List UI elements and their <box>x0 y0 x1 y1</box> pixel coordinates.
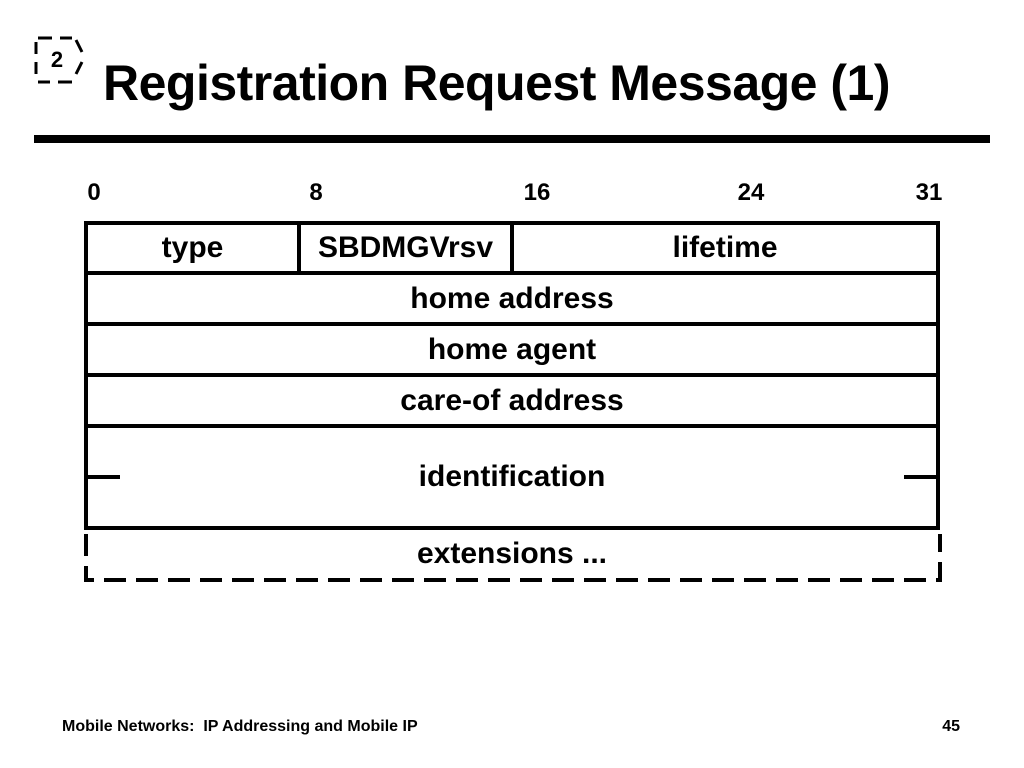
bit-label-31: 31 <box>915 179 943 206</box>
slide-title: Registration Request Message (1) <box>103 55 890 111</box>
bit-label-8: 8 <box>309 179 323 206</box>
bit-label-0: 0 <box>87 179 101 206</box>
field-care-of-address: care-of address <box>400 384 624 417</box>
slide-badge-number: 2 <box>50 47 64 72</box>
footer-course-title: Mobile Networks: IP Addressing and Mobil… <box>62 718 418 735</box>
field-extensions: extensions ... <box>416 537 608 570</box>
bit-label-24: 24 <box>737 179 765 206</box>
header-box <box>84 221 940 530</box>
bit-label-16: 16 <box>523 179 551 206</box>
field-home-agent: home agent <box>427 333 597 366</box>
title-underline <box>34 135 990 143</box>
field-lifetime: lifetime <box>672 231 778 264</box>
footer-page-number: 45 <box>942 718 960 735</box>
field-identification: identification <box>418 460 606 493</box>
field-type: type <box>161 231 224 264</box>
badge-outline <box>34 36 84 84</box>
field-flags: SBDMGVrsv <box>317 231 494 264</box>
field-home-address: home address <box>410 282 614 315</box>
